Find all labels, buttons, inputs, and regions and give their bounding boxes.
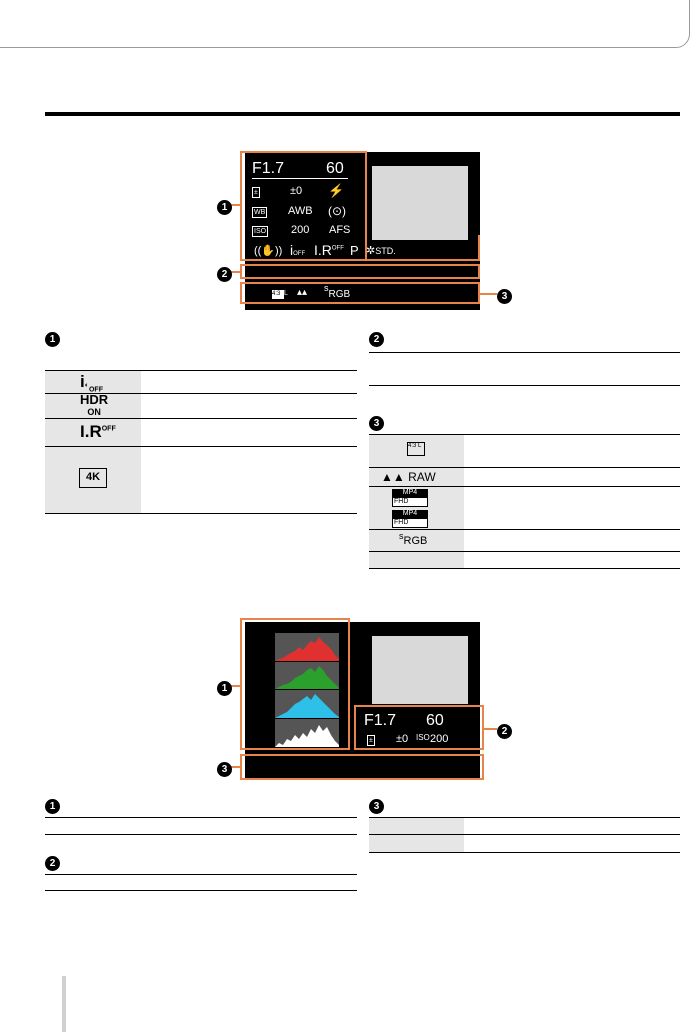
page-margin-bar [62, 976, 66, 1032]
t3-line-2 [369, 486, 680, 487]
screen2-exposure: ±0 [396, 733, 409, 745]
leader-3 [479, 293, 497, 295]
exposure-value: ±0 [290, 185, 303, 197]
leader2-2 [483, 728, 497, 730]
t1-line-2 [45, 418, 357, 419]
t1-line-3 [45, 446, 357, 447]
i-dynamic-off-icon: i◐OFF [80, 372, 103, 394]
screen2-exposure-icon: ± [367, 735, 375, 746]
t3-row2-iconcell [369, 468, 464, 486]
t1-row2-iconcell [45, 394, 141, 418]
bt3-row1-cell [369, 818, 464, 834]
mode-label: P [350, 243, 359, 258]
leader-2 [231, 271, 241, 273]
t3-line-3 [369, 529, 680, 530]
t3-line-5 [369, 568, 680, 569]
t1-line-4 [45, 513, 357, 514]
t3-row5-iconcell [369, 552, 464, 568]
screen1-region-1b [240, 235, 480, 261]
t1-line-0 [45, 370, 357, 371]
marker2-1: 1 [217, 678, 232, 696]
t2-line-1 [369, 385, 680, 386]
i-dynamic-icon: iOFF [290, 242, 306, 258]
aspect-l-icon: 4:3 L [407, 442, 425, 456]
4k-photo-icon: 4K [79, 468, 107, 488]
screen1-region-2 [240, 264, 480, 279]
stabilizer-icon: ((✋)) [254, 245, 283, 257]
ir-icon: I.ROFF [314, 242, 344, 258]
leader2-3 [231, 766, 241, 768]
flash-off-icon: ⚡ [328, 183, 345, 198]
bt3-line-0 [369, 817, 680, 818]
screen2-iso: 200 [430, 733, 449, 745]
t3-line-1 [369, 467, 680, 468]
iso-value: 200 [291, 224, 310, 236]
wb-icon: WB [252, 207, 268, 218]
srgb-icon: sRGB [324, 283, 351, 300]
photo-style-icon: ✲STD. [366, 245, 396, 257]
af-mode: AFS [329, 224, 351, 236]
t3-row1-iconcell [369, 435, 464, 467]
metering-icon: (⊙) [328, 204, 347, 218]
marker-3: 3 [497, 286, 512, 304]
screen2-aperture: F1.7 [364, 712, 397, 729]
exposure-comp-icon: ± [252, 187, 260, 198]
screen2-shutter: 60 [426, 712, 444, 729]
histogram-luma [275, 719, 339, 747]
histogram-panel [275, 633, 339, 747]
bottom-table1-marker: 1 [45, 796, 60, 814]
srgb-table-icon: sRGB [399, 531, 428, 547]
bottom-table3-marker: 3 [369, 796, 384, 814]
bt1-line-1 [45, 834, 357, 835]
t1-row3-iconcell [45, 419, 141, 446]
leader2-1 [231, 685, 241, 687]
screen2-region-2 [354, 705, 484, 750]
t3-line-0 [369, 434, 680, 435]
table1-marker: 1 [45, 329, 60, 347]
shutter-value: 60 [326, 160, 344, 177]
screen2-preview-area [372, 636, 468, 704]
header-frame [0, 0, 690, 48]
screen2-region-3 [240, 754, 484, 780]
t1-line-1 [45, 393, 357, 394]
marker2-3: 3 [217, 759, 232, 777]
marker2-2: 2 [497, 721, 512, 739]
bt2-line-0 [45, 874, 357, 875]
histogram-blue [275, 690, 339, 718]
ir-off-icon: I.ROFF [80, 422, 116, 441]
iso-icon: ISO [252, 226, 269, 237]
bt3-line-1 [369, 834, 680, 835]
quality-raw-icon: ▲▲ RAW [381, 470, 436, 484]
leader-1 [231, 204, 241, 206]
bottom-table2-marker: 2 [45, 853, 60, 871]
exposure-underline [252, 178, 348, 179]
screen2-iso-label: ISO [416, 733, 430, 742]
t3-line-4 [369, 551, 680, 552]
screen1-preview-area [372, 166, 468, 240]
bt2-line-1 [45, 890, 357, 891]
t1-row4-iconcell [45, 447, 141, 513]
section-rule [45, 112, 680, 116]
histogram-red [275, 633, 339, 661]
marker-1: 1 [217, 197, 232, 215]
table3-marker: 3 [369, 413, 384, 431]
wb-value: AWB [288, 205, 313, 217]
t1-row1-iconcell [45, 371, 141, 393]
bt1-line-0 [45, 817, 357, 818]
bt3-line-2 [369, 852, 680, 853]
screen2-region-1 [240, 618, 350, 750]
t3-row4-iconcell [369, 530, 464, 551]
quality-icon: ▴▴ [297, 287, 308, 298]
aperture-value: F1.7 [252, 160, 285, 177]
table2-marker: 2 [369, 329, 384, 347]
histogram-green [275, 662, 339, 689]
marker-2: 2 [217, 264, 232, 282]
bt3-row2-cell [369, 835, 464, 852]
t2-line-0 [369, 352, 680, 353]
